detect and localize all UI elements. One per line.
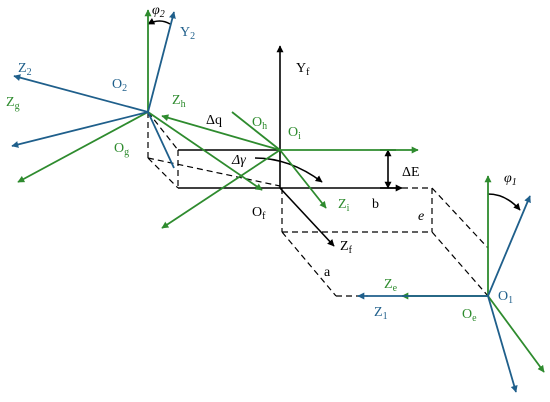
label-oi: Oi xyxy=(288,125,301,142)
dashed-upper-left-diagonal xyxy=(147,111,179,151)
black-axes xyxy=(147,18,521,247)
label-a: a xyxy=(324,265,331,280)
o1-lower-arrow xyxy=(487,295,545,373)
label-delta-e: ΔE xyxy=(402,165,420,180)
label-y2: Y2 xyxy=(180,25,195,42)
label-zh: Zh xyxy=(172,93,186,110)
zh-axis-arrow xyxy=(161,114,281,151)
label-b: b xyxy=(372,197,379,212)
label-zg: Zg xyxy=(6,95,20,112)
o2-lower-arrow xyxy=(147,111,263,191)
dashed-left-lower-diagonal xyxy=(147,157,179,189)
label-oh: Oh xyxy=(252,115,267,132)
label-o2: O2 xyxy=(112,77,127,94)
label-phi2: φ2 xyxy=(152,3,165,20)
green-axes xyxy=(17,9,545,373)
dashed-right-diagonal-upper xyxy=(431,187,489,249)
phi1-arc xyxy=(487,193,521,211)
zf-axis-arrow xyxy=(279,187,335,247)
label-e: e xyxy=(418,209,424,224)
blue-axes xyxy=(11,11,531,393)
label-z2: Z2 xyxy=(18,61,32,78)
label-zi: Zi xyxy=(338,197,350,214)
phi2-arc xyxy=(147,18,171,25)
dashed-left-to-center xyxy=(147,157,281,187)
o1-down-arrow xyxy=(487,295,518,393)
label-zf: Zf xyxy=(340,239,353,256)
z2-axis-arrow xyxy=(13,74,149,113)
o2-right-down-line xyxy=(147,111,175,169)
oi-lower-left-arrow xyxy=(161,149,281,229)
label-delta-q: Δq xyxy=(206,113,222,128)
label-phi1: φ1 xyxy=(504,171,517,188)
label-yf: Yf xyxy=(296,61,310,78)
o1-upper-right-arrow xyxy=(487,195,531,297)
label-z1: Z1 xyxy=(374,305,388,322)
zi-axis-arrow xyxy=(279,149,327,209)
o2-left-down-arrow xyxy=(11,111,149,148)
zg-axis-arrow xyxy=(17,111,149,183)
oi-upper-left-line xyxy=(231,111,281,151)
labels: φ2 Y2 Z2 O2 Zg Zh Og Δq Oh Oi Δγ Yf ΔE Z… xyxy=(6,3,517,324)
label-og: Og xyxy=(114,141,129,158)
label-ze: Ze xyxy=(384,277,398,294)
dashed-center-diagonal xyxy=(281,231,337,297)
label-o1: O1 xyxy=(498,289,513,306)
label-of: Of xyxy=(252,205,266,222)
dashed-construction-lines xyxy=(147,111,489,297)
y2-axis-arrow xyxy=(147,11,176,113)
delta-gamma-arc xyxy=(254,157,323,183)
label-delta-gamma: Δγ xyxy=(231,153,246,168)
dashed-right-diagonal-lower xyxy=(431,231,489,297)
label-oe: Oe xyxy=(462,307,477,324)
